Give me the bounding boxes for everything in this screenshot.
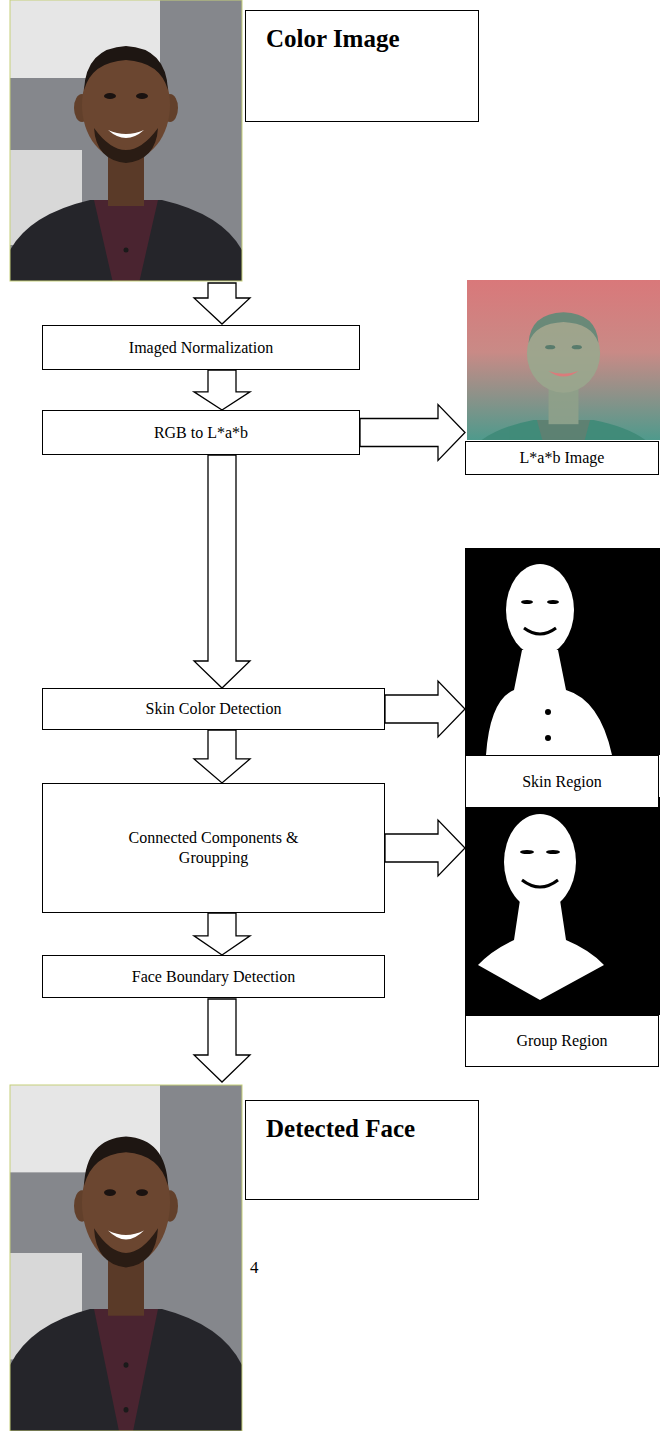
caption-box: L*a*b Image bbox=[465, 441, 659, 475]
title-label: Detected Face bbox=[266, 1115, 458, 1143]
block-arrow bbox=[194, 370, 250, 410]
page-number: 4 bbox=[250, 1258, 259, 1278]
caption-box: Skin Region bbox=[465, 755, 659, 808]
photo-frame bbox=[10, 0, 242, 281]
box-label: Face Boundary Detection bbox=[132, 967, 296, 987]
block-arrow bbox=[385, 681, 465, 737]
block-arrow bbox=[194, 455, 250, 688]
skin-mask bbox=[465, 548, 660, 755]
process-box: Face Boundary Detection bbox=[42, 955, 385, 998]
box-label: RGB to L*a*b bbox=[154, 423, 248, 443]
box-label: Group Region bbox=[516, 1032, 607, 1050]
title-box: Color Image bbox=[245, 10, 479, 122]
image-panel: Group Region bbox=[465, 797, 659, 1067]
box-label: Connected Components & Groupping bbox=[114, 828, 314, 868]
process-box: Connected Components & Groupping bbox=[42, 783, 385, 913]
box-label: Skin Region bbox=[522, 773, 602, 791]
block-arrow bbox=[360, 405, 465, 461]
group-mask bbox=[465, 797, 660, 1015]
detected-photo bbox=[10, 1085, 242, 1431]
block-arrow bbox=[194, 913, 250, 955]
title-box: Detected Face bbox=[245, 1100, 479, 1200]
color-photo bbox=[10, 0, 242, 281]
block-arrow bbox=[194, 730, 250, 783]
lab-photo bbox=[467, 280, 660, 440]
box-label: Skin Color Detection bbox=[146, 699, 282, 719]
box-label: L*a*b Image bbox=[520, 449, 605, 467]
process-box: Skin Color Detection bbox=[42, 688, 385, 730]
process-box: RGB to L*a*b bbox=[42, 410, 360, 455]
box-label: Imaged Normalization bbox=[129, 338, 273, 358]
image-panel: Skin Region bbox=[465, 548, 659, 808]
process-box: Imaged Normalization bbox=[42, 325, 360, 370]
image-panel: L*a*b Image bbox=[465, 280, 659, 475]
block-arrow bbox=[385, 820, 465, 876]
caption-box: Group Region bbox=[465, 1015, 659, 1067]
photo-frame bbox=[10, 1085, 242, 1431]
title-label: Color Image bbox=[266, 25, 458, 53]
